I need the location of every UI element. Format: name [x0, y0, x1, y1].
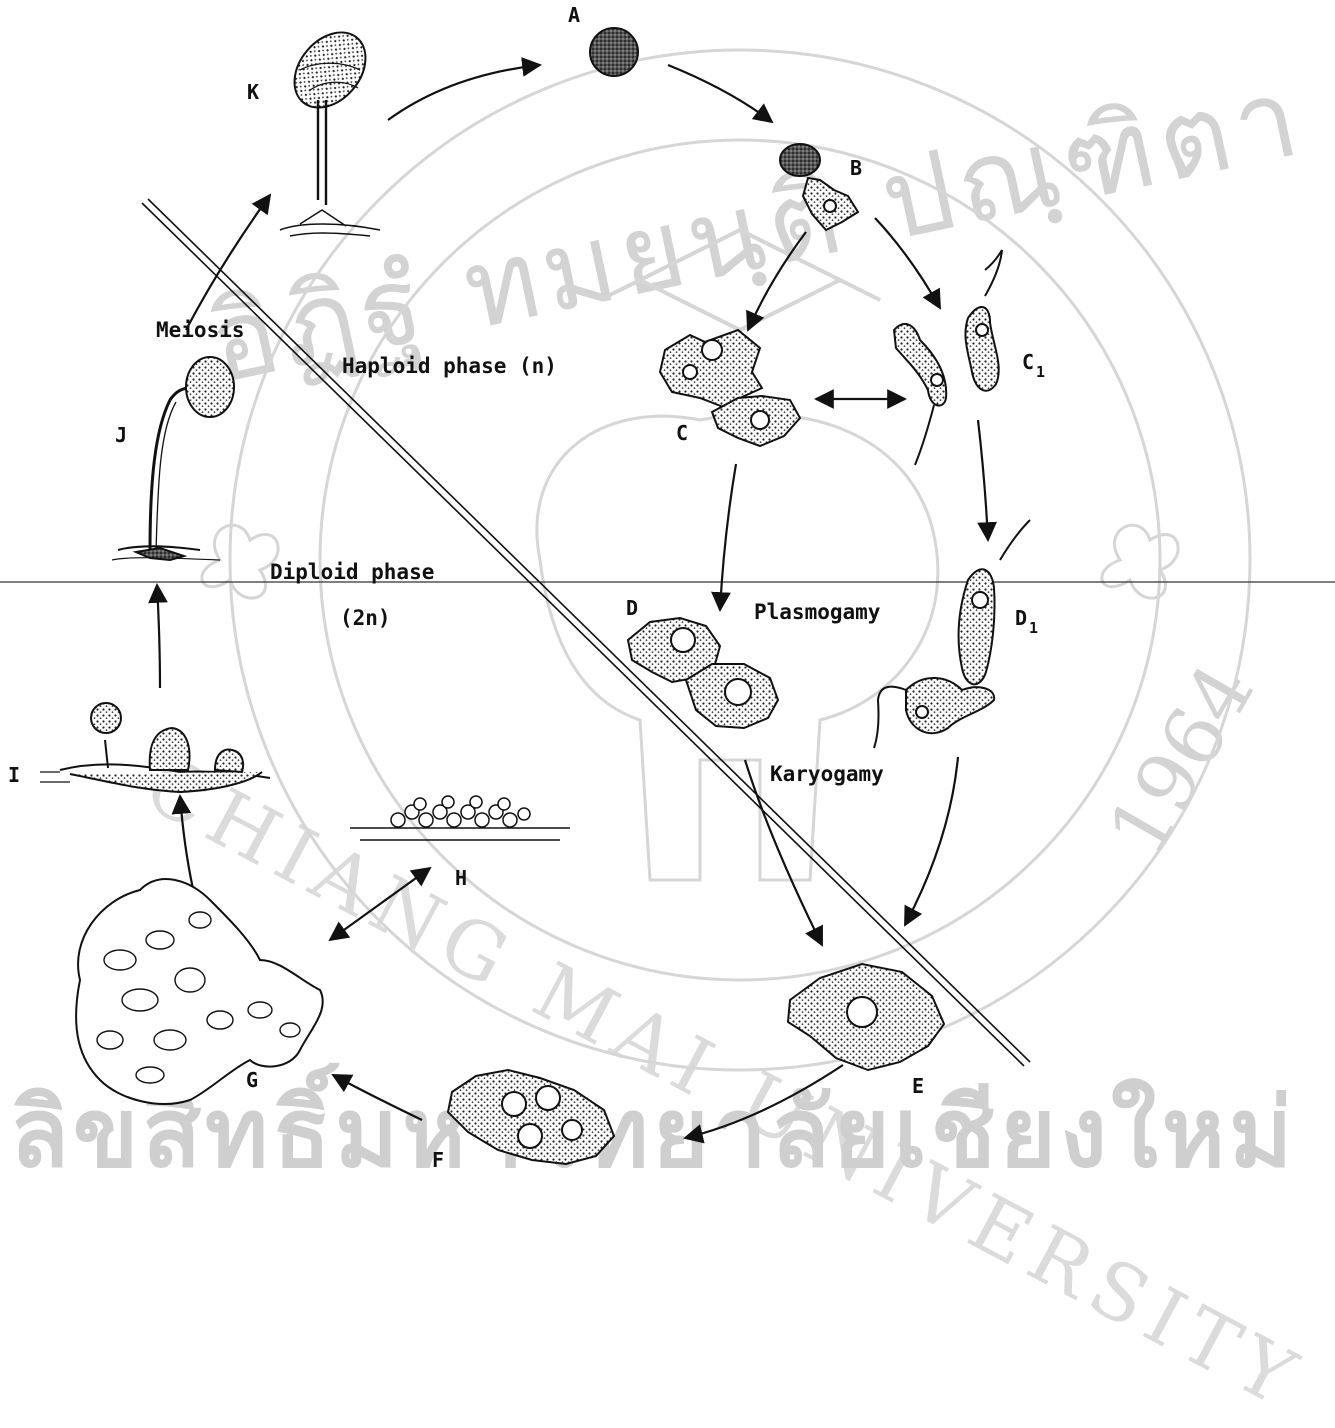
arrow-g-h	[330, 868, 430, 940]
arrow-e-to-f	[685, 1065, 843, 1138]
arrow-a-to-b	[668, 65, 772, 122]
label-stage-i: I	[8, 765, 20, 785]
label-diploid-phase: Diploid phase	[270, 562, 434, 583]
label-stage-c1-letter: C	[1022, 350, 1034, 374]
stage-c1-swarm-cells	[894, 250, 1002, 465]
stage-g-plasmodium-network	[76, 879, 323, 1104]
label-stage-k: K	[247, 82, 259, 102]
stage-j-sporangium	[112, 357, 234, 560]
stage-e-zygote	[788, 964, 944, 1070]
stage-d1-fusing-swarm-cells	[874, 520, 1030, 748]
diagram-drawing	[0, 0, 1335, 1193]
label-plasmogamy: Plasmogamy	[754, 602, 880, 623]
arrow-f-to-g	[333, 1075, 422, 1120]
label-diploid-2n: (2n)	[340, 608, 391, 629]
arrow-c-to-d	[720, 464, 736, 610]
label-stage-d1-letter: D	[1015, 606, 1027, 630]
life-cycle-diagram: { "watermark": { "seal_text": "อิฏิฐํ ทม…	[0, 0, 1335, 1193]
arrow-k-to-a	[388, 65, 540, 120]
label-stage-c: C	[676, 423, 688, 443]
label-stage-e: E	[912, 1076, 924, 1096]
stage-d-plasmogamy	[628, 618, 778, 728]
label-meiosis: Meiosis	[156, 320, 245, 341]
stage-k-mature-sporangium	[280, 19, 380, 236]
label-stage-d: D	[626, 598, 638, 618]
label-stage-d1-subscript: 1	[1029, 619, 1038, 637]
stage-h-sclerotium	[350, 796, 570, 840]
arrow-i-to-j	[157, 585, 160, 688]
label-stage-h: H	[455, 868, 467, 888]
label-haploid-phase: Haploid phase (n)	[342, 356, 557, 377]
arrow-d1-to-e	[905, 757, 958, 925]
label-stage-a: A	[568, 5, 580, 25]
stage-a-spore	[590, 28, 638, 76]
label-stage-c1-subscript: 1	[1036, 363, 1045, 381]
label-stage-j: J	[115, 425, 127, 445]
arrow-j-to-k	[186, 195, 270, 330]
stage-i-developing-sporangia	[40, 703, 270, 792]
stage-f-young-plasmodium	[448, 1070, 614, 1164]
label-karyogamy: Karyogamy	[770, 764, 884, 785]
stage-b-germinating-spore	[780, 144, 858, 230]
arrow-b-to-c1	[875, 218, 940, 308]
label-stage-f: F	[432, 1150, 444, 1170]
label-stage-b: B	[850, 158, 862, 178]
arrow-c1-to-d1	[978, 420, 988, 540]
label-stage-g: G	[246, 1070, 258, 1090]
